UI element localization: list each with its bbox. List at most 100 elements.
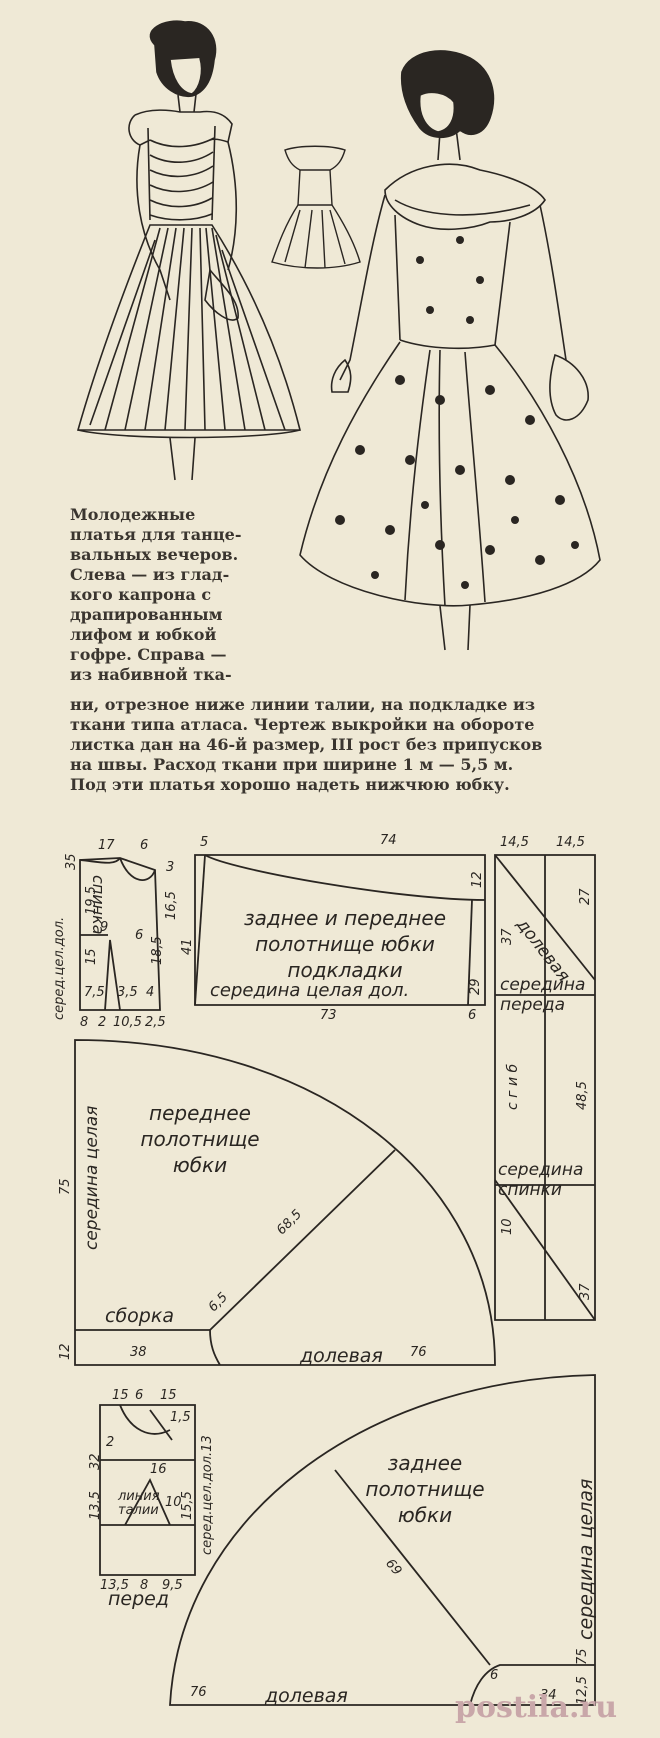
dim-label: 37 [578,1283,593,1300]
back-skirt-title: заднее полотнище юбки [355,1450,495,1528]
lining-bottom-label: середина целая дол. [210,980,410,1001]
dim-label: 9,5 [162,1578,183,1593]
dim-label: 7,5 [84,985,105,1000]
front-skirt-title-line: юбки [172,1153,228,1177]
caption-line: лифом и юбкой [70,625,217,644]
front-skirt-grain-label: долевая [300,1345,383,1367]
strip-front-line: переда [500,995,565,1015]
dim-label: 48,5 [575,1081,590,1110]
caption-full-width: ни, отрезное ниже линии талии, на подкла… [70,695,630,795]
caption-line: гофре. Справа — [70,645,227,664]
floral-print [335,236,579,589]
pattern-front-bodice [99,1404,196,1576]
dim-label: 15 [160,1388,177,1403]
dim-label: 16,5 [164,891,179,920]
dim-label: 10 [165,1495,182,1510]
dim-label: 14,5 [500,835,529,850]
front-bodice-title: перед [108,1588,169,1610]
dim-label: 6 [468,1008,477,1023]
strip-front-line: середина [500,975,586,995]
pattern-strip [494,854,596,1321]
dim-label: 8 [140,1578,149,1593]
small-dress-sketch [271,145,361,269]
dim-label: 29 [468,978,483,995]
back-skirt-side-label: середина целая [575,1478,597,1640]
dim-label: 73 [320,1008,337,1023]
lining-title-line: полотнище юбки [255,932,435,956]
dim-label: 6 [135,1388,144,1403]
back-skirt-title-line: юбки [397,1503,453,1527]
waist-label-line: линия [118,1489,160,1504]
caption-line: из набивной тка- [70,665,232,684]
dim-label: 41 [180,938,195,955]
back-bodice-side-label: серед.цел.дол. [52,916,67,1020]
lining-title: заднее и переднее полотнище юбки подклад… [215,905,475,983]
pattern-front-skirt [74,1039,496,1366]
dim-label: 27 [578,888,593,905]
caption-line: драпированным [70,605,223,624]
strip-fold-label: с г и б [505,1063,521,1110]
dim-label: 34 [540,1688,557,1703]
right-dress-illustration [299,50,601,651]
dim-label: 15 [84,948,99,965]
back-skirt-title-line: полотнище [365,1477,485,1501]
watermark: postila.ru [455,1690,618,1725]
dim-label: 15 [112,1388,129,1403]
dim-label: 18,5 [150,936,165,965]
dim-label: 3 [166,860,175,875]
back-skirt-grain-label: долевая [265,1685,348,1707]
dim-label: 19,5 [84,886,99,915]
pattern-back-skirt [169,1374,596,1706]
dim-label: 38 [130,1345,147,1360]
dim-label: 13,5 [88,1491,103,1520]
dim-label: 12 [58,1343,73,1360]
dim-label: 74 [380,833,397,848]
dim-label: 10 [500,1218,515,1235]
caption-line: листка дан на 46-й размер, III рост без … [70,735,543,754]
dim-label: 3,5 [117,985,138,1000]
dim-label: 15,5 [180,1491,195,1520]
caption-left-column: Молодежные платья для танце- вальных веч… [70,505,250,685]
caption-line: Под эти платья хорошо надеть нижчюю юбку… [70,775,510,794]
dim-label: 2,5 [145,1015,166,1030]
dim-label: 75 [58,1178,73,1195]
left-dress-illustration [76,20,302,481]
dim-label: 16 [150,1462,167,1477]
pattern-lining-skirt [194,854,486,1006]
dim-label: 1,5 [170,1410,191,1425]
front-skirt-title: переднее полотнище юбки [125,1100,275,1178]
dim-label: 35 [64,853,79,870]
caption-line: вальных вечеров. [70,545,239,564]
waist-label-line: талии [118,1503,159,1518]
dim-label: 6 [140,838,149,853]
caption-line: Слева — из глад- [70,565,230,584]
pattern-back-bodice [79,857,161,1011]
caption-line: ткани типа атласа. Чертеж выкройки на об… [70,715,535,734]
front-skirt-title-line: переднее [149,1101,251,1125]
dim-label: 76 [190,1685,207,1700]
strip-front-label: середина переда [500,975,585,1015]
front-bodice-side-label: серед.цел.дол.13 [200,1435,215,1555]
caption-line: кого капрона с [70,585,212,604]
front-skirt-gather-label: сборка [105,1305,174,1327]
front-skirt-side-label: середина целая [82,1105,102,1250]
back-bodice-title: спинка [89,875,168,935]
dim-label: 17 [98,838,115,853]
dim-label: 10,5 [113,1015,142,1030]
strip-back-label: середина спинки [498,1160,583,1200]
dim-label: 14,5 [556,835,585,850]
dim-label: 2 [98,1015,107,1030]
lining-title-line: подкладки [287,958,403,982]
lining-title-line: заднее и переднее [243,906,446,930]
caption-line: ни, отрезное ниже линии талии, на подкла… [70,695,536,714]
front-bodice-waist-label: линия талии [118,1490,160,1518]
caption-line: Молодежные [70,505,196,524]
dim-label: 9 [100,920,109,935]
front-skirt-title-line: полотнище [140,1127,260,1151]
dim-label: 76 [410,1345,427,1360]
dim-label: 6 [135,928,144,943]
dim-label: 6 [490,1668,499,1683]
dim-label: 13,5 [100,1578,129,1593]
dim-label: 4 [146,985,155,1000]
